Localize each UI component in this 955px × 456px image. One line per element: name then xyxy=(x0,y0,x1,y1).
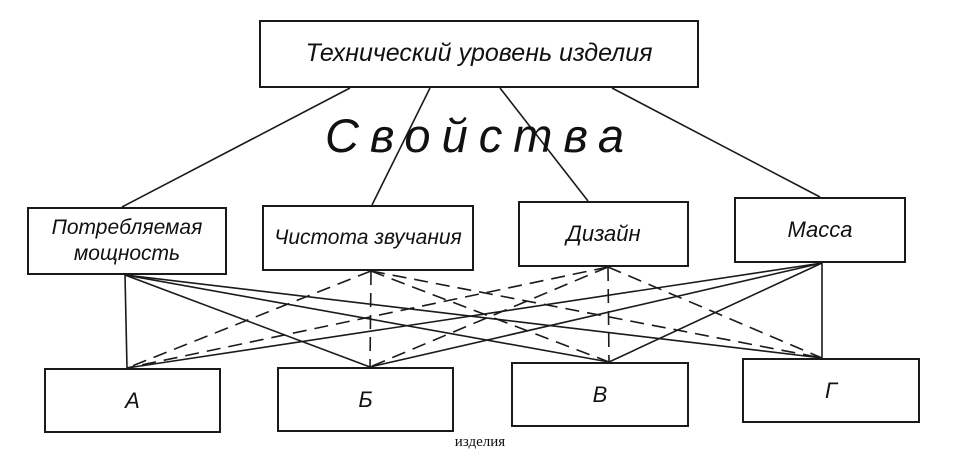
property-label-purity: Чистота звучания xyxy=(274,225,462,249)
link-purity-to-v xyxy=(370,270,610,363)
product-box-g: Г xyxy=(742,358,920,423)
link-top-to-design xyxy=(499,87,589,202)
link-power-to-g xyxy=(124,274,823,359)
caption: изделия xyxy=(454,434,506,450)
link-purity-to-b xyxy=(369,270,372,368)
link-power-to-v xyxy=(124,274,610,363)
product-label-g: Г xyxy=(825,377,837,403)
link-design-to-b xyxy=(369,266,609,368)
property-box-design: Дизайн xyxy=(518,201,689,267)
link-top-to-purity xyxy=(371,87,431,206)
link-mass-to-b xyxy=(369,262,823,368)
product-box-a: А xyxy=(44,368,221,433)
product-label-b: Б xyxy=(358,386,373,412)
link-mass-to-a xyxy=(126,262,823,369)
property-box-purity: Чистота звучания xyxy=(262,205,474,271)
technical-level-label: Технический уровень изделия xyxy=(305,39,653,68)
property-label-mass: Масса xyxy=(787,217,853,243)
link-design-to-a xyxy=(126,266,609,369)
link-top-to-power xyxy=(121,87,351,208)
link-power-to-b xyxy=(124,274,371,368)
link-power-to-a xyxy=(124,274,128,369)
property-label-design: Дизайн xyxy=(566,221,641,247)
link-design-to-v xyxy=(607,266,610,363)
link-mass-to-v xyxy=(608,262,823,363)
property-box-power: Потребляемая мощность xyxy=(27,207,227,275)
properties-heading: Свойства xyxy=(324,109,635,162)
product-box-v: В xyxy=(511,362,689,427)
property-box-mass: Масса xyxy=(734,197,906,263)
property-label-power: Потребляемая мощность xyxy=(51,215,203,265)
product-label-a: А xyxy=(125,387,140,413)
product-box-b: Б xyxy=(277,367,454,432)
link-top-to-mass xyxy=(611,87,821,198)
technical-level-box: Технический уровень изделия xyxy=(259,20,699,88)
product-label-v: В xyxy=(592,381,608,407)
